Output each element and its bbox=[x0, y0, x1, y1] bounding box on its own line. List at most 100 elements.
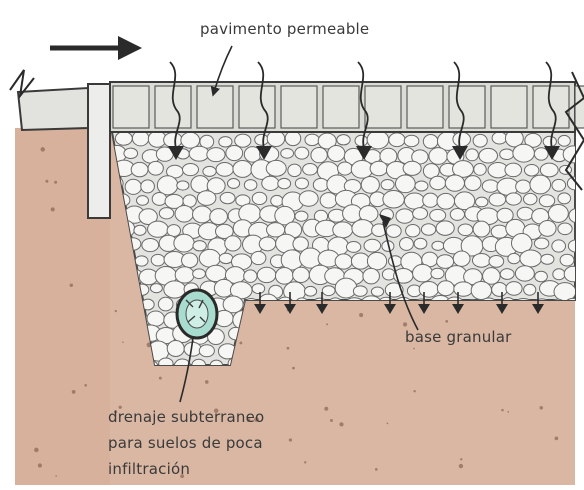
gravel-stone bbox=[115, 132, 132, 146]
soil-speck bbox=[115, 310, 117, 312]
gravel-stone bbox=[281, 148, 294, 158]
drain-label-line-1: drenaje subterraneo bbox=[108, 404, 264, 430]
gravel-stone bbox=[278, 178, 291, 188]
soil-speck bbox=[375, 468, 378, 471]
gravel-stone bbox=[182, 163, 198, 175]
gravel-stone bbox=[506, 193, 522, 205]
soil-speck bbox=[41, 147, 46, 152]
soil-speck bbox=[70, 284, 73, 287]
gravel-stone bbox=[517, 207, 533, 220]
gravel-stone bbox=[524, 284, 536, 295]
gravel-stone bbox=[436, 221, 454, 235]
gravel-stone bbox=[524, 193, 537, 204]
paver-block bbox=[449, 86, 485, 128]
gravel-stone bbox=[228, 179, 240, 189]
gravel-stone bbox=[472, 253, 490, 267]
gravel-stone bbox=[275, 268, 293, 285]
gravel-stone bbox=[423, 193, 438, 207]
soil-speck bbox=[304, 461, 306, 463]
gravel-stone bbox=[432, 241, 444, 250]
gravel-stone bbox=[383, 191, 404, 208]
gravel-stone bbox=[257, 267, 276, 282]
gravel-stone bbox=[335, 278, 357, 298]
gravel-stone bbox=[454, 282, 473, 296]
gravel-stone bbox=[453, 251, 470, 266]
gravel-stone bbox=[437, 281, 454, 296]
gravel-stone bbox=[244, 270, 257, 282]
soil-speck bbox=[122, 341, 124, 343]
gravel-stone bbox=[535, 271, 548, 282]
soil-speck bbox=[159, 377, 162, 380]
soil-speck bbox=[330, 419, 333, 422]
gravel-stone bbox=[473, 134, 487, 147]
gravel-stone bbox=[540, 163, 558, 177]
paver-block bbox=[113, 86, 149, 128]
soil-speck bbox=[54, 181, 57, 184]
gravel-stone bbox=[415, 181, 428, 191]
gravel-stone bbox=[471, 282, 491, 300]
gravel-stone bbox=[235, 134, 251, 147]
gravel-stone bbox=[450, 208, 464, 220]
gravel-stone bbox=[135, 256, 148, 266]
paver-block bbox=[197, 86, 233, 128]
gravel-stone bbox=[558, 223, 572, 235]
soil-speck bbox=[359, 313, 363, 317]
gravel-stone bbox=[421, 224, 435, 235]
gravel-stone bbox=[191, 176, 209, 193]
gravel-stone bbox=[534, 238, 548, 249]
gravel-stone bbox=[255, 134, 269, 145]
gravel-stone bbox=[476, 197, 488, 207]
gravel-stone bbox=[508, 253, 520, 263]
gravel-stone bbox=[530, 175, 551, 194]
gravel-stone bbox=[219, 253, 233, 263]
gravel-stone bbox=[389, 133, 405, 147]
gravel-stone bbox=[125, 179, 141, 194]
gravel-stone bbox=[429, 148, 448, 165]
gravel-stone bbox=[252, 192, 267, 204]
soil-speck bbox=[55, 475, 57, 477]
gravel-stone bbox=[479, 148, 498, 163]
soil-speck bbox=[339, 422, 343, 426]
soil-speck bbox=[51, 207, 55, 211]
gravel-stone bbox=[552, 240, 566, 252]
gravel-stone bbox=[295, 147, 309, 159]
gravel-stone bbox=[386, 225, 401, 238]
gravel-stone bbox=[423, 134, 438, 148]
gravel-stone bbox=[482, 180, 498, 192]
gravel-stone bbox=[413, 264, 433, 282]
soil-speck bbox=[501, 409, 504, 412]
soil-speck bbox=[287, 347, 290, 350]
gravel-stone bbox=[351, 161, 373, 179]
gravel-stone bbox=[219, 137, 232, 147]
gravel-stone bbox=[295, 178, 308, 189]
gravel-stone bbox=[328, 145, 345, 161]
gravel-stone bbox=[203, 166, 216, 176]
gravel-stone bbox=[174, 234, 194, 252]
gravel-stone bbox=[167, 341, 184, 357]
gravel-stone bbox=[543, 136, 556, 147]
gravel-stone bbox=[337, 135, 350, 145]
gravel-stone bbox=[197, 191, 216, 206]
gravel-stone bbox=[520, 250, 542, 267]
paver-block bbox=[407, 86, 443, 128]
paver-block bbox=[365, 86, 401, 128]
soil-speck bbox=[413, 390, 415, 392]
gravel-stone bbox=[226, 145, 243, 160]
soil-speck bbox=[45, 180, 48, 183]
gravel-stone bbox=[158, 297, 173, 311]
soil-speck bbox=[72, 390, 76, 394]
gravel-stone bbox=[489, 193, 506, 206]
gravel-stone bbox=[167, 225, 180, 237]
gravel-stone bbox=[474, 163, 487, 175]
gravel-stone bbox=[295, 211, 308, 221]
gravel-stone bbox=[466, 149, 479, 161]
gravel-stone bbox=[233, 160, 252, 177]
soil-speck bbox=[205, 380, 209, 384]
gravel-stone bbox=[220, 192, 235, 203]
gravel-stone bbox=[558, 135, 570, 146]
gravel-stone bbox=[288, 164, 301, 177]
gravel-stone bbox=[353, 286, 367, 297]
gravel-stone bbox=[569, 209, 584, 223]
gravel-stone bbox=[406, 225, 420, 237]
gravel-stone bbox=[148, 161, 163, 175]
